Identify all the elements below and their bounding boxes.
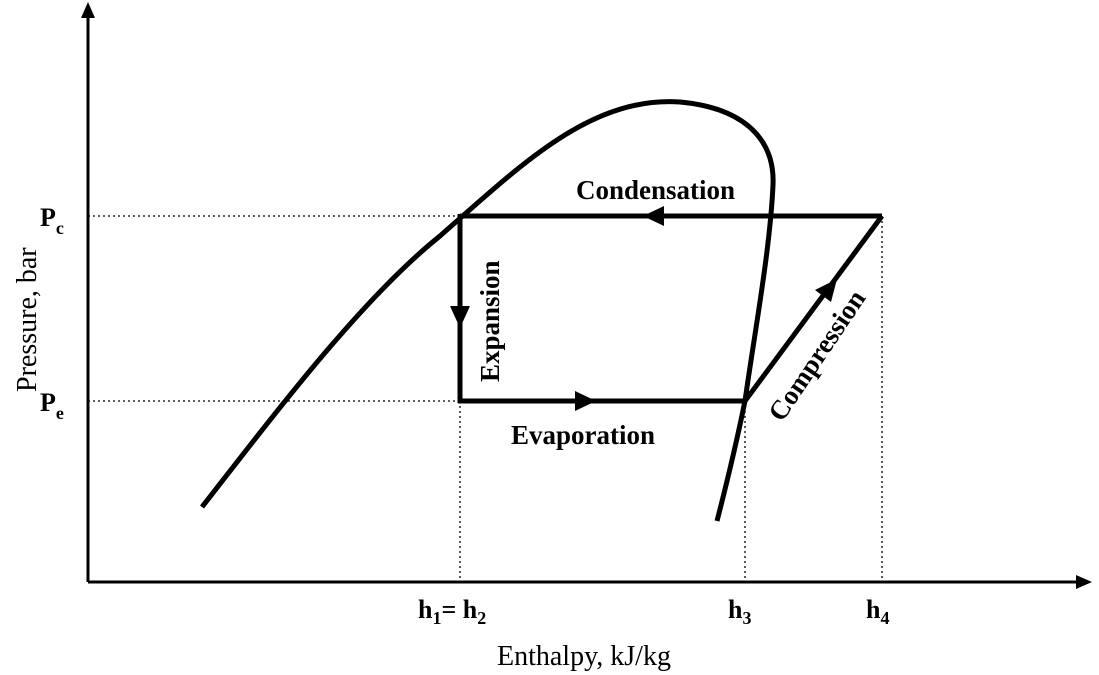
expansion-label: Expansion xyxy=(475,260,505,382)
h3-label: h3 xyxy=(728,595,751,628)
expansion-arrow xyxy=(450,306,470,328)
evaporation-label: Evaporation xyxy=(511,420,655,450)
h1-h2-label: h1= h2 xyxy=(418,595,486,628)
condensation-label: Condensation xyxy=(576,175,735,205)
pc-label: Pc xyxy=(40,203,64,238)
evaporation-arrow xyxy=(575,391,596,411)
y-axis-title: Pressure, bar xyxy=(12,247,43,392)
compression-line xyxy=(742,214,885,403)
x-axis-title: Enthalpy, kJ/kg xyxy=(497,641,671,672)
pe-label: Pe xyxy=(40,388,64,423)
y-axis-arrowhead xyxy=(81,2,95,18)
compression-arrow xyxy=(815,279,837,302)
condensation-arrow xyxy=(643,206,664,226)
x-axis-arrowhead xyxy=(1076,575,1092,589)
h4-label: h4 xyxy=(866,595,889,628)
